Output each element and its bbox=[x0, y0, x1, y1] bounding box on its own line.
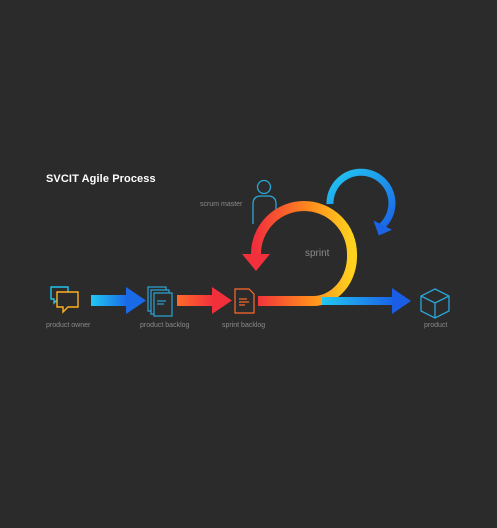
sprint-backlog-label: sprint backlog bbox=[222, 322, 266, 329]
product-backlog-label: product backlog bbox=[140, 322, 190, 329]
arrow-backlog-to-sprint-backlog bbox=[177, 287, 232, 314]
diagram-title: SVCIT Agile Process bbox=[46, 173, 156, 185]
sprint-cycle-arrow bbox=[242, 201, 358, 306]
product-label: product bbox=[424, 322, 448, 329]
product-owner-label: product owner bbox=[46, 322, 91, 329]
documents-icon bbox=[147, 286, 173, 317]
delivery-arrow bbox=[322, 288, 411, 314]
person-icon bbox=[252, 179, 277, 224]
speech-bubbles-icon bbox=[50, 286, 79, 314]
arrow-owner-to-backlog bbox=[91, 287, 146, 314]
cube-icon bbox=[420, 288, 450, 319]
scrum-master-label: scrum master bbox=[200, 201, 243, 208]
sprint-label: sprint bbox=[305, 248, 330, 259]
document-icon bbox=[234, 288, 255, 314]
small-cycle-arrow bbox=[326, 168, 396, 236]
